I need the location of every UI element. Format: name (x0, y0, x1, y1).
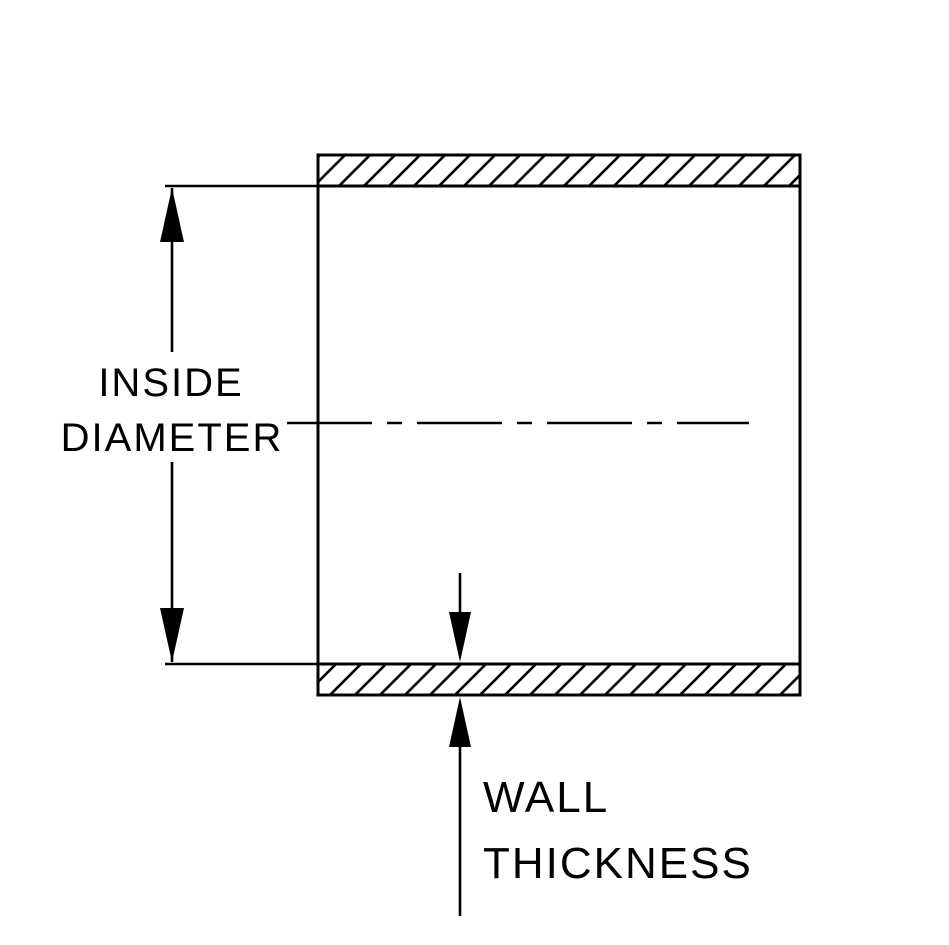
wall-thickness-label-line2: THICKNESS (483, 839, 753, 888)
inside-diameter-arrow-up-icon (160, 188, 184, 242)
diagram-labels: INSIDE DIAMETER WALL THICKNESS (61, 361, 753, 888)
top-wall-hatch (316, 153, 802, 188)
inside-diameter-label-line2: DIAMETER (61, 416, 284, 460)
wall-thickness-label-line1: WALL (483, 773, 609, 822)
diagram-linework (160, 153, 802, 916)
inside-diameter-arrow-down-icon (160, 608, 184, 662)
wall-thickness-arrow-down-icon (449, 612, 471, 662)
bottom-wall-hatch (316, 662, 802, 697)
wall-thickness-arrow-up-icon (449, 697, 471, 747)
inside-diameter-label-line1: INSIDE (98, 361, 243, 405)
tube-body-outline (316, 153, 802, 697)
